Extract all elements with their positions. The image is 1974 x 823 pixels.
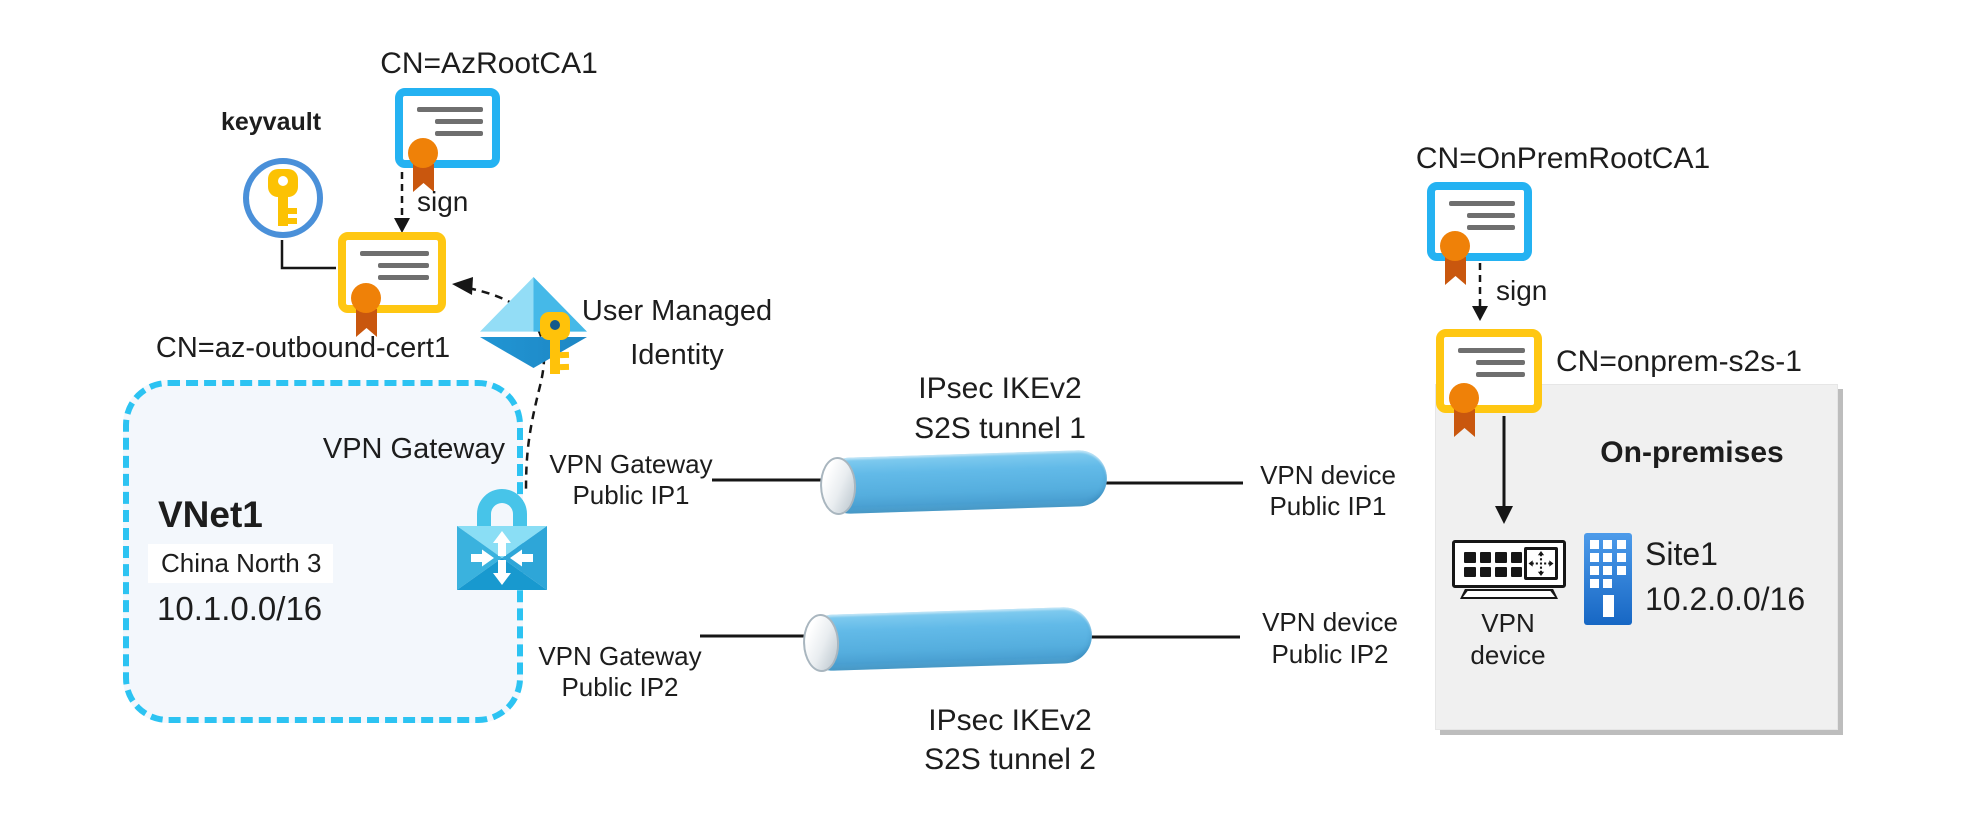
tunnel1-label: IPsec IKEv2 S2S tunnel 1	[914, 372, 1086, 445]
keyvault-icon	[243, 158, 323, 238]
az-outbound-cert-icon	[338, 232, 446, 337]
on-premises-title: On-premises	[1600, 436, 1784, 469]
user-managed-identity-label: User Managed Identity	[581, 295, 773, 371]
az-root-ca-label: CN=AzRootCA1	[380, 47, 598, 80]
keyvault-label: keyvault	[220, 108, 322, 136]
s2s-tunnel2-icon	[802, 606, 1093, 673]
sign-label-onprem: sign	[1496, 275, 1548, 306]
identity-key-icon	[534, 312, 576, 378]
s2s-tunnel1-icon	[819, 449, 1108, 516]
onprem-s2s-cert-label: CN=onprem-s2s-1	[1556, 345, 1802, 378]
vnet1-region: China North 3	[161, 548, 322, 578]
vnet1-region-strip: China North 3	[148, 544, 333, 583]
vpn-device-public-ip2-label: VPN device Public IP2	[1262, 607, 1398, 669]
vpn-gateway-label: VPN Gateway	[322, 433, 505, 465]
vpn-device-public-ip1-label: VPN device Public IP1	[1260, 460, 1396, 521]
onprem-s2s-cert-icon	[1436, 329, 1542, 437]
vpn-gateway-public-ip2-label: VPN Gateway Public IP2	[538, 641, 702, 702]
vpn-device-label: VPN device	[1470, 608, 1546, 670]
vpn-gateway-public-ip1-label: VPN Gateway Public IP1	[549, 449, 713, 510]
umi-dashed-curve	[467, 286, 546, 490]
vpn-gateway-icon	[457, 489, 547, 590]
az-outbound-cert-label: CN=az-outbound-cert1	[155, 332, 451, 364]
router-port-icon	[1524, 547, 1558, 580]
vpn-device-stand-icon	[1460, 589, 1558, 599]
sign-label-azure: sign	[417, 186, 469, 217]
vnet1-name: VNet1	[158, 494, 263, 535]
az-root-ca-cert-icon	[395, 88, 500, 192]
vnet1-cidr: 10.1.0.0/16	[157, 590, 323, 627]
keyvault-cert-connector	[280, 240, 336, 270]
site1-label: Site1 10.2.0.0/16	[1645, 536, 1806, 617]
site1-building-icon	[1584, 533, 1632, 625]
tunnel2-label: IPsec IKEv2 S2S tunnel 2	[924, 704, 1096, 776]
onprem-root-ca-cert-icon	[1427, 182, 1532, 285]
onprem-root-ca-label: CN=OnPremRootCA1	[1415, 142, 1711, 175]
vpn-device-icon	[1452, 540, 1566, 588]
